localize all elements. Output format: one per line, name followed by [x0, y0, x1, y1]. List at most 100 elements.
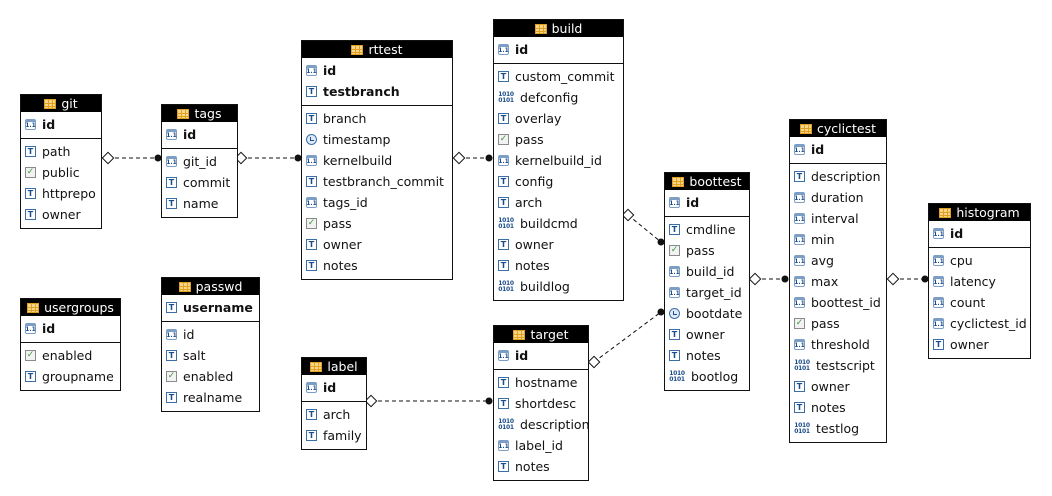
table-header[interactable]: tags	[162, 105, 237, 122]
table-header[interactable]: usergroups	[21, 299, 120, 316]
table-header[interactable]: target	[494, 326, 588, 343]
table-header[interactable]: passwd	[162, 278, 259, 295]
table-header[interactable]: histogram	[929, 204, 1030, 221]
column-pass[interactable]: ✓pass	[790, 313, 886, 334]
column-enabled[interactable]: ✓enabled	[162, 366, 259, 387]
table-header[interactable]: build	[494, 20, 623, 37]
column-enabled[interactable]: ✓enabled	[21, 345, 120, 366]
column-bootdate[interactable]: bootdate	[665, 303, 749, 324]
table-header[interactable]: git	[21, 95, 101, 112]
column-pass[interactable]: ✓pass	[665, 240, 749, 261]
table-header[interactable]: cyclictest	[790, 120, 886, 137]
column-pass[interactable]: ✓pass	[302, 213, 452, 234]
column-name: arch	[323, 407, 351, 422]
column-public[interactable]: ✓public	[21, 162, 101, 183]
table-header[interactable]: boottest	[665, 173, 749, 190]
column-timestamp[interactable]: timestamp	[302, 129, 452, 150]
table-header[interactable]: rttest	[302, 41, 452, 58]
table-header[interactable]: label	[302, 358, 366, 375]
column-pass[interactable]: ✓pass	[494, 129, 623, 150]
